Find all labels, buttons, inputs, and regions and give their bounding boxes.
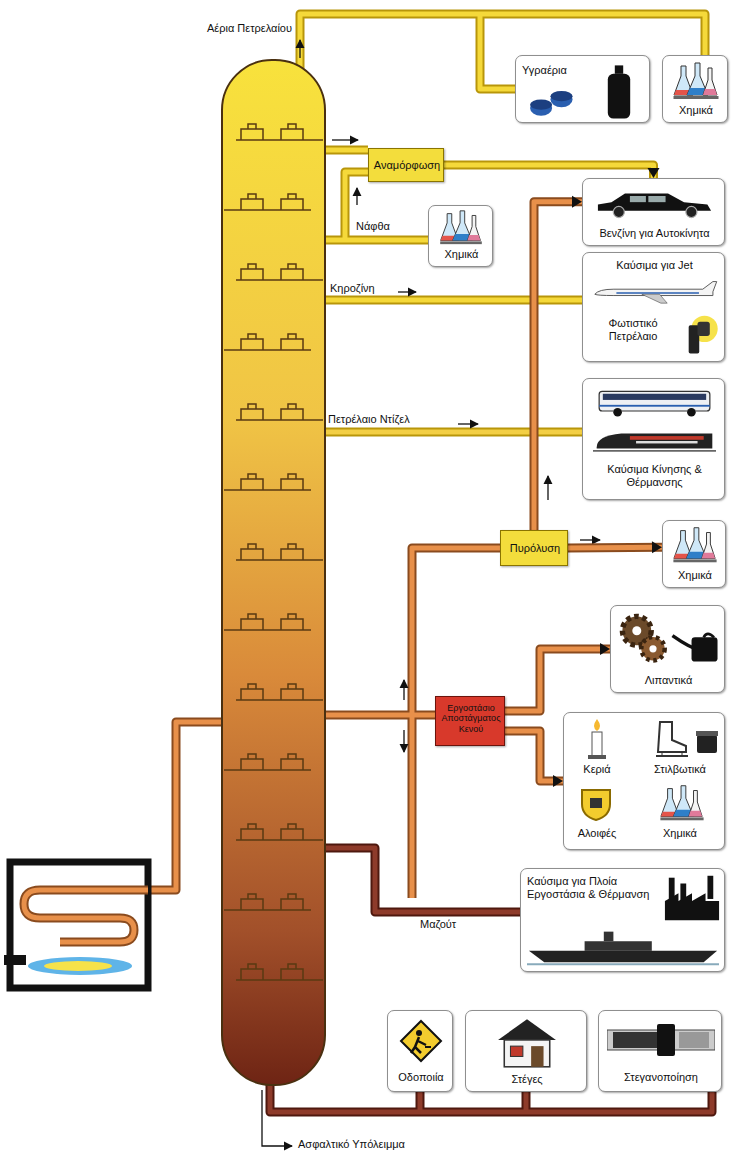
node-text: Καύσιμα για Πλοία Εργοστάσια & Θέρμανση	[527, 875, 662, 901]
arrow-head	[553, 775, 563, 787]
node-text: Πυρόλυση	[501, 542, 569, 555]
skate-icon	[652, 717, 692, 759]
product-box: Καύσιμα για Πλοία Εργοστάσια & Θέρμανση	[520, 868, 725, 972]
arrow-head	[648, 168, 660, 178]
pipe-stroke	[505, 731, 563, 781]
plane-icon	[591, 277, 718, 309]
node-text: Χημικά	[663, 569, 727, 582]
product-box: Κεριά ΣτιλβωτικάΑλοιφές Χημικά	[563, 712, 725, 850]
lamp-icon	[683, 313, 719, 357]
process-box: Εργοστάσιο Αποστάγματος Κενού	[435, 696, 505, 746]
process-box: Πυρόλυση	[500, 530, 568, 566]
ship-icon	[527, 927, 719, 967]
sign-icon	[399, 1017, 443, 1065]
flask-icon	[671, 60, 721, 102]
flask-icon	[671, 525, 719, 565]
pipe-connector	[568, 541, 662, 553]
node-text: Φωτιστικό Πετρέλαιο	[587, 317, 679, 343]
pipe-stroke	[534, 202, 582, 530]
node-text: Στεγανοποίηση	[599, 1071, 723, 1084]
car-icon	[593, 185, 716, 223]
node-text: Αλοιφές	[564, 827, 630, 840]
house-icon	[496, 1015, 558, 1069]
flask-icon	[658, 783, 706, 823]
product-box: Βενζίνη για Αυτοκίνητα	[582, 178, 725, 246]
pipe-icon	[607, 1019, 715, 1061]
pipe-connector	[505, 643, 610, 711]
process-box: Αναμόρφωση	[368, 148, 444, 182]
product-box: Στεγανοποίηση	[598, 1010, 722, 1092]
product-box: Χημικά	[662, 520, 726, 588]
node-text: Βενζίνη για Αυτοκίνητα	[583, 227, 726, 240]
column-trays	[224, 124, 323, 980]
node-text: Στέγες	[466, 1073, 588, 1086]
product-box: Στέγες	[465, 1010, 587, 1092]
pipe-stroke	[534, 202, 582, 530]
stream-label: Μαζούτ	[420, 918, 480, 931]
node-text: Στιλβωτικά	[634, 763, 726, 776]
arrow-head	[600, 643, 610, 655]
product-box: Υγραέρια	[515, 55, 650, 123]
product-box: Καύσιμα για JetΦωτιστικό Πετρέλαιο	[582, 252, 725, 362]
pipe-stroke	[568, 545, 662, 551]
bottle-icon	[604, 64, 634, 120]
candle-icon	[582, 717, 612, 761]
stream-label: Κηροζίνη	[330, 282, 400, 295]
train-icon	[593, 425, 716, 457]
gears-icon	[617, 610, 671, 666]
pipe-connector	[444, 165, 660, 178]
node-text: Οδοποιία	[388, 1071, 454, 1084]
product-box: Οδοποιία	[387, 1010, 453, 1092]
shield-icon	[578, 785, 614, 823]
stream-label: Αέρια Πετρελαίου	[200, 22, 292, 35]
flask-icon	[437, 209, 485, 246]
node-text: Χημικά	[634, 827, 726, 840]
stream-label: Πετρέλαιο Ντίζελ	[328, 413, 458, 426]
node-text: Κεριά	[564, 763, 630, 776]
product-box: Λιπαντικά	[610, 605, 725, 693]
pipe-stroke	[505, 649, 610, 711]
stream-label: Ασφαλτικό Υπόλειμμα	[298, 1138, 458, 1151]
cans-icon	[526, 86, 580, 120]
pipe-connector	[534, 196, 582, 530]
node-text: Αναμόρφωση	[369, 159, 445, 172]
pipe-stroke	[444, 165, 654, 178]
pipe-stroke	[505, 731, 563, 781]
bus-icon	[593, 385, 716, 421]
product-box: Χημικά	[428, 205, 493, 267]
furnace	[4, 862, 148, 988]
node-text: Εργοστάσιο Αποστάγματος Κενού	[438, 703, 504, 734]
factory-icon	[663, 873, 721, 923]
pipe-connector	[505, 731, 563, 787]
pipe-stroke	[444, 165, 654, 178]
product-box: Χημικά	[662, 55, 728, 123]
stream-label: Νάφθα	[356, 220, 416, 233]
jar-icon	[694, 729, 720, 755]
node-text: Χημικά	[429, 248, 494, 261]
arrow-head	[572, 196, 582, 208]
pipe-stroke	[568, 543, 662, 553]
arrow-head	[652, 541, 662, 553]
node-text: Υγραέρια	[522, 64, 592, 77]
node-text: Καύσιμα για Jet	[583, 259, 726, 272]
can-icon	[669, 628, 721, 664]
distillation-column	[222, 60, 325, 1085]
pipe-stroke	[505, 649, 610, 711]
node-text: Χημικά	[663, 104, 729, 117]
product-box: Καύσιμα Κίνησης & Θέρμανσης	[582, 378, 725, 500]
node-text: Καύσιμα Κίνησης & Θέρμανσης	[583, 463, 726, 489]
node-text: Λιπαντικά	[611, 674, 726, 687]
